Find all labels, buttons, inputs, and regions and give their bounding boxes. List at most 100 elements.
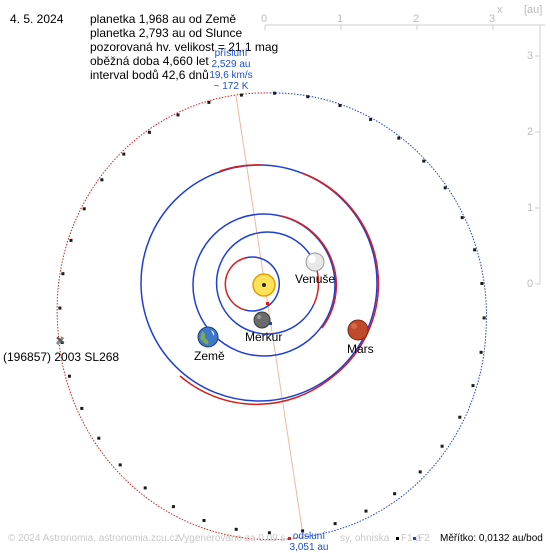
asteroid-orbit-red xyxy=(56,92,304,541)
orbit-point xyxy=(82,207,86,211)
earth-orbit-red xyxy=(280,215,338,329)
venus-planet xyxy=(305,252,325,272)
orbit-point xyxy=(422,159,426,163)
mercury-planet xyxy=(253,311,272,329)
legend-f1-text: F1 a xyxy=(401,533,422,544)
orbit-point xyxy=(143,486,147,490)
date-label: 4. 5. 2024 xyxy=(10,12,64,26)
orbit-point xyxy=(471,384,475,388)
orbit-point xyxy=(364,509,368,513)
orbit-point xyxy=(480,282,484,285)
orbit-point xyxy=(273,91,277,95)
y-tick-label: 2 xyxy=(527,126,534,138)
orbit-point xyxy=(176,113,180,117)
x-tick-label: 0 xyxy=(261,13,268,25)
orbit-point xyxy=(440,444,444,448)
aphelion-title: odsluní xyxy=(292,531,326,542)
axes xyxy=(264,24,545,285)
mercury-orbit xyxy=(244,256,280,312)
perihelion-time: ~ 172 K xyxy=(213,81,249,92)
info-line: pozorovaná hv. velikost = 21,1 mag xyxy=(90,40,279,54)
orbit-point xyxy=(267,531,271,535)
orbit-point xyxy=(338,104,342,107)
aphelion-distance: 3,051 au xyxy=(289,542,329,553)
orbit-point xyxy=(482,316,486,320)
orbit-point xyxy=(69,238,73,242)
mars-planet xyxy=(347,319,369,341)
planet-orbits xyxy=(140,164,380,406)
perihelion-label: přísluní 2,529 au 19,6 km/s ~ 172 K xyxy=(200,48,262,92)
y-tick-label: 0 xyxy=(527,278,534,290)
orbit-point xyxy=(473,248,477,252)
orbit-point xyxy=(202,519,206,522)
orbit-point xyxy=(147,130,151,134)
orbit-point xyxy=(301,529,305,533)
asteroid-orbit-points xyxy=(58,91,486,535)
x-tick-label: 1 xyxy=(337,13,344,25)
orbit-point xyxy=(97,436,101,440)
info-line: oběžná doba 4,660 let xyxy=(90,54,209,68)
unit-label: [au] xyxy=(524,4,543,16)
orbit-point xyxy=(171,505,175,509)
orbit-point xyxy=(479,350,483,354)
orbit-point xyxy=(369,117,373,121)
asteroid-orbit-blue xyxy=(269,92,487,538)
orbit-point xyxy=(234,527,238,531)
orbit-point xyxy=(118,463,122,467)
orbit-point xyxy=(306,95,310,99)
mercury-orbit-red xyxy=(224,257,246,311)
venus-label: Venuše xyxy=(295,272,336,286)
orbit-point xyxy=(207,100,211,104)
orbit-point xyxy=(458,415,462,419)
earth-planet xyxy=(197,326,219,348)
asteroid-marker xyxy=(56,336,65,346)
mars-label: Mars xyxy=(347,342,374,356)
copyright-text: © 2024 Astronomia, astronomia.zcu.cz xyxy=(8,533,180,544)
venus-orbit xyxy=(215,231,315,335)
orbit-point xyxy=(61,272,65,276)
asteroid-name-label: (196857) 2003 SL268 xyxy=(3,350,120,364)
x-tick-label: 3 xyxy=(489,13,496,25)
mercury-label: Merkur xyxy=(245,330,283,344)
earth-orbit xyxy=(192,213,336,357)
orbit-point xyxy=(100,178,104,182)
orbit-point xyxy=(80,406,84,410)
perihelion-title: přísluní xyxy=(214,48,248,59)
asteroid-orbit xyxy=(56,92,487,541)
mars-orbit-red xyxy=(179,172,380,406)
orbit-point xyxy=(443,186,447,190)
orbit-point xyxy=(239,93,243,97)
info-line: planetka 1,968 au od Země xyxy=(90,12,237,26)
perihelion-speed: 19,6 km/s xyxy=(209,70,253,81)
legend-mid-text: sy, ohniska xyxy=(340,533,390,544)
focus-marker xyxy=(266,302,269,305)
legend-f2-text: F2 xyxy=(418,533,430,544)
orbit-point xyxy=(58,306,62,310)
aphelion-label: odsluní 3,051 au xyxy=(284,531,334,553)
sun-core xyxy=(262,283,266,287)
orbit-point xyxy=(67,374,71,378)
orbit-point xyxy=(397,136,401,140)
render-time-text: Vygenerováno za 0,09 s xyxy=(178,533,286,544)
legend-dot-f1 xyxy=(396,537,399,540)
scale-text: Měřítko: 0,0132 au/bod xyxy=(440,533,543,544)
orbit-point xyxy=(333,522,337,526)
legend-dot-f2 xyxy=(413,537,416,540)
legend-dot-red xyxy=(288,537,291,540)
mars-orbit-red-2 xyxy=(219,164,263,172)
sun xyxy=(252,273,276,297)
x-tick-label: 2 xyxy=(413,13,420,25)
info-line: planetka 2,793 au od Slunce xyxy=(90,26,243,40)
info-line: interval bodů 42,6 dnů xyxy=(90,68,209,82)
x-axis-label: x xyxy=(497,4,503,16)
orbit-point xyxy=(418,470,422,474)
earth-label: Země xyxy=(194,349,225,363)
y-tick-label: 1 xyxy=(527,202,534,214)
perihelion-distance: 2,529 au xyxy=(211,59,251,70)
apsides-line xyxy=(235,95,304,536)
orbit-point xyxy=(460,216,464,220)
y-tick-label: 3 xyxy=(527,50,534,62)
orbit-point xyxy=(122,152,126,156)
orbit-point xyxy=(393,492,397,496)
